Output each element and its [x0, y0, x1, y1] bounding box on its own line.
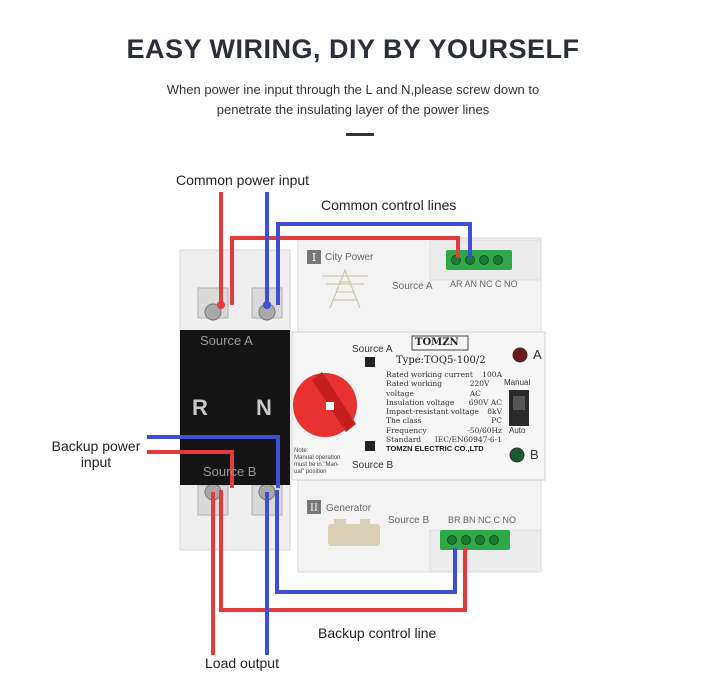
- manual-label: Manual: [504, 378, 531, 387]
- black-front-plate: [180, 330, 290, 485]
- top-terminal-labels: AR AN NC C NO: [450, 279, 518, 289]
- spec-row: Frequency -50/60Hz: [386, 426, 502, 435]
- indicator-a-label: A: [533, 347, 542, 362]
- backup-control-line-callout: Backup control line: [318, 625, 437, 641]
- blue-wires: [147, 192, 472, 655]
- spec-label: Rated working current: [386, 370, 473, 379]
- subtitle-line-1: When power ine input through the L and N…: [166, 82, 540, 97]
- spec-value: PC: [491, 416, 502, 426]
- black-source-a-label: Source A: [200, 333, 253, 348]
- source-b-marker: [365, 441, 375, 451]
- indicator-a-light: [512, 347, 528, 363]
- spec-value: 690V AC: [468, 397, 502, 407]
- spec-label: Insulation voltage: [386, 397, 455, 407]
- n-label: N: [256, 395, 272, 420]
- spec-value: IEC/EN60947-6-1: [434, 435, 502, 445]
- note-line: must be in "Man-: [294, 462, 340, 468]
- load-output-callout: Load output: [205, 655, 279, 671]
- spec-label: Standard: [386, 435, 422, 445]
- title-divider: [346, 133, 374, 136]
- auto-label: Auto: [509, 426, 526, 435]
- top-terminal-block: [446, 250, 512, 270]
- spec-label: Frequency: [386, 425, 427, 435]
- backup-power-input-line1: Backup power: [51, 438, 141, 454]
- manual-note: Note: Manual operation must be in "Man- …: [294, 448, 340, 476]
- spec-value: -50/60Hz: [467, 425, 502, 435]
- note-line: Note:: [294, 448, 309, 454]
- knob-source-b-label: Source B: [352, 460, 394, 471]
- spec-row: The class PC: [386, 416, 502, 425]
- spec-label: Impact-resistant voltage: [386, 407, 479, 417]
- svg-text:II: II: [310, 503, 318, 514]
- spec-row: Standard IEC/EN60947-6-1: [386, 435, 502, 444]
- source-a-top-label: Source A: [392, 281, 433, 292]
- spec-label: The class: [386, 416, 422, 426]
- bottom-terminal-labels: BR BN NC C NO: [448, 515, 517, 525]
- source-b-bottom-label: Source B: [388, 515, 430, 526]
- front-panel: [291, 331, 546, 481]
- upper-module: I: [297, 237, 542, 337]
- generator-label: Generator: [326, 503, 372, 514]
- spec-row: Impact-resistant voltage 8kV: [386, 407, 502, 416]
- indicator-b-label: B: [530, 447, 539, 462]
- lower-module: II: [297, 479, 542, 573]
- note-line: ual" position: [294, 469, 327, 475]
- spec-value: 8kV: [487, 407, 502, 417]
- company-label: TOMZN ELECTRIC CO.,LTD: [386, 444, 484, 453]
- backup-power-input-callout: Backup power input: [46, 438, 146, 470]
- spec-value: 100A: [482, 370, 502, 379]
- generator-icon: [328, 519, 380, 546]
- page-title: EASY WIRING, DIY BY YOURSELF: [126, 34, 580, 64]
- spec-value: 220V AC: [469, 379, 490, 398]
- common-power-input-callout: Common power input: [176, 172, 310, 188]
- r-label: R: [192, 395, 208, 420]
- spec-row: Rated working current 100A: [386, 370, 502, 379]
- note-line: Manual operation: [294, 455, 341, 461]
- knob-source-a-label: Source A: [352, 344, 393, 355]
- type-label: Type:TOQ5-100/2: [396, 355, 486, 366]
- spec-row: Rated working voltage 220V AC: [386, 379, 502, 398]
- power-tower-icon: [322, 268, 368, 309]
- bottom-terminal-block: [440, 530, 510, 550]
- source-a-marker: [365, 357, 375, 367]
- spec-label: Rated working voltage: [386, 379, 443, 398]
- backup-power-input-line2: input: [80, 454, 112, 470]
- svg-text:I: I: [312, 251, 316, 264]
- indicator-b-light: [509, 447, 525, 463]
- rotary-knob: [293, 372, 357, 437]
- brand-box: [411, 335, 469, 351]
- subtitle-line-2: penetrate the insulating layer of the po…: [216, 102, 490, 117]
- spec-row: Insulation voltage 690V AC: [386, 398, 502, 407]
- common-control-lines-callout: Common control lines: [321, 197, 457, 213]
- brand-label: TOMZN: [415, 337, 459, 348]
- city-power-label: City Power: [325, 252, 374, 263]
- red-wires: [147, 192, 467, 655]
- black-source-b-label: Source B: [203, 464, 257, 479]
